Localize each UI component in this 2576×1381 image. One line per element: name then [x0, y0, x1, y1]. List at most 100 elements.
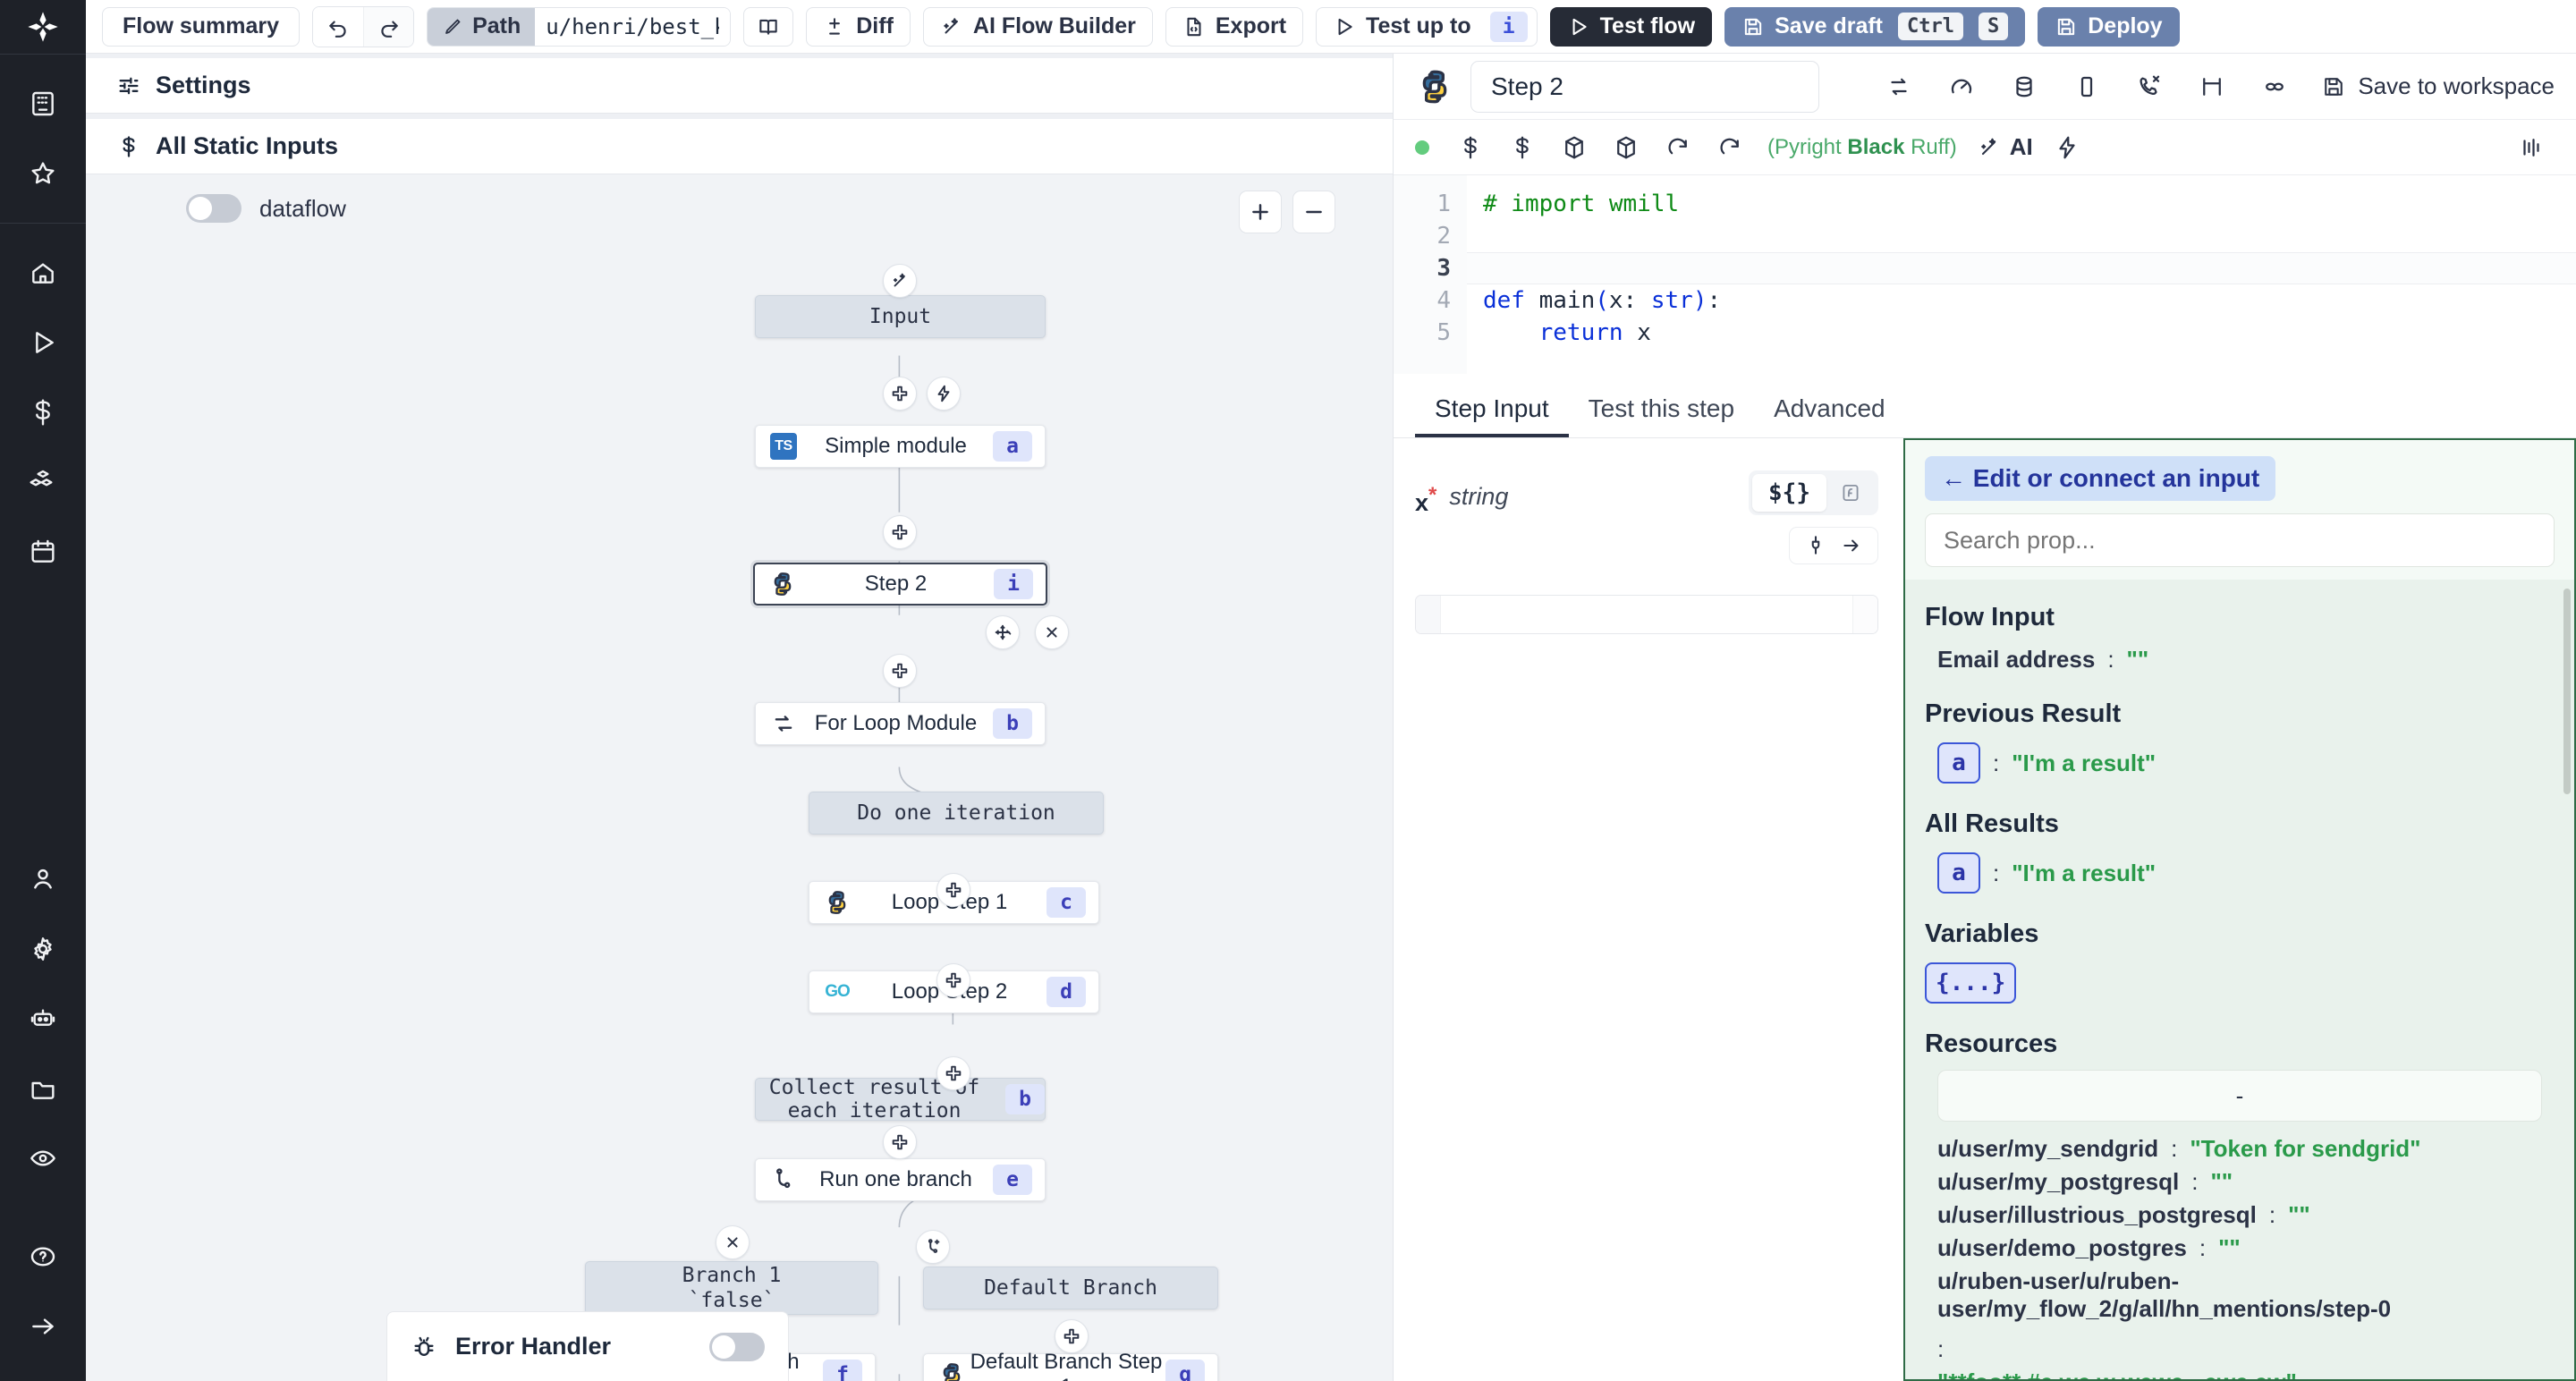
path-input[interactable]: [535, 8, 730, 46]
kv-row[interactable]: u/ruben-user/u/ruben-user/my_flow_2/g/al…: [1925, 1265, 2555, 1366]
loop-icon[interactable]: [1876, 64, 1922, 110]
search-prop-input[interactable]: [1925, 513, 2555, 567]
dataflow-toggle[interactable]: [186, 194, 242, 223]
lightning-icon[interactable]: [2044, 124, 2090, 171]
redo-icon[interactable]: [363, 7, 413, 47]
link-icon[interactable]: [2251, 64, 2298, 110]
kv-row[interactable]: a : "I'm a result": [1925, 740, 2555, 786]
database-icon[interactable]: [2001, 64, 2047, 110]
dollar-icon[interactable]: [1447, 124, 1494, 171]
delete-node-handle[interactable]: [1035, 615, 1069, 649]
save-draft-button[interactable]: Save draft Ctrl S: [1724, 7, 2025, 47]
error-handler-bar[interactable]: Error Handler: [386, 1311, 789, 1381]
add-trigger-handle[interactable]: [927, 377, 961, 411]
node-run-one-branch[interactable]: Run one branch e: [755, 1158, 1046, 1201]
export-button[interactable]: Export: [1165, 7, 1303, 47]
cubes-icon[interactable]: [16, 455, 70, 509]
node-do-one-iteration[interactable]: Do one iteration: [809, 792, 1104, 835]
robot-icon[interactable]: [16, 992, 70, 1046]
connect-input-button[interactable]: [1789, 527, 1878, 564]
error-handler-toggle[interactable]: [709, 1333, 765, 1361]
node-for-loop-module[interactable]: For Loop Module b: [755, 702, 1046, 745]
all-static-inputs-accordion[interactable]: All Static Inputs: [86, 119, 1393, 174]
square-icon[interactable]: [2063, 64, 2110, 110]
refresh-icon[interactable]: [1707, 124, 1753, 171]
flow-summary-button[interactable]: Flow summary: [102, 7, 300, 47]
arg-value-field[interactable]: [1415, 595, 1878, 634]
eye-icon[interactable]: [16, 1131, 70, 1185]
save-to-workspace-button[interactable]: Save to workspace: [2321, 72, 2555, 100]
settings-accordion[interactable]: Settings: [86, 58, 1393, 114]
building-icon[interactable]: [16, 77, 70, 131]
deploy-button[interactable]: Deploy: [2038, 7, 2179, 47]
star-icon[interactable]: [16, 147, 70, 200]
add-step-handle[interactable]: [1055, 1319, 1089, 1353]
kv-row[interactable]: "**foo** #e we w wewe - ewe ew": [1925, 1366, 2555, 1379]
add-step-handle[interactable]: [883, 654, 917, 688]
book-button[interactable]: [743, 7, 793, 47]
move-node-handle[interactable]: [986, 615, 1020, 649]
tab-advanced[interactable]: Advanced: [1754, 394, 1905, 437]
kv-row[interactable]: {...}: [1925, 960, 2555, 1006]
add-branch-handle[interactable]: [916, 1230, 950, 1264]
kv-row[interactable]: u/user/my_postgresql : "": [1925, 1165, 2555, 1199]
play-icon[interactable]: [16, 316, 70, 369]
variables-badge[interactable]: {...}: [1925, 962, 2016, 1004]
dollar-icon[interactable]: [1499, 124, 1546, 171]
template-mode-button[interactable]: ${}: [1752, 474, 1826, 512]
package-icon[interactable]: [1603, 124, 1649, 171]
node-step-2[interactable]: Step 2 i: [753, 563, 1047, 606]
home-icon[interactable]: [16, 246, 70, 300]
refresh-icon[interactable]: [1655, 124, 1701, 171]
node-input[interactable]: Input: [755, 295, 1046, 338]
add-step-handle[interactable]: [936, 873, 970, 907]
ai-assist-button[interactable]: AI: [1971, 133, 2038, 161]
result-badge[interactable]: a: [1937, 852, 1980, 894]
code-minimap[interactable]: [2555, 175, 2576, 374]
gear-icon[interactable]: [16, 922, 70, 976]
node-default-branch-step-1[interactable]: Default Branch Step 1 g: [923, 1353, 1218, 1381]
node-collect-result[interactable]: Collect result of each iteration b: [755, 1078, 1046, 1121]
edit-or-connect-button[interactable]: ← Edit or connect an input: [1925, 456, 2275, 501]
kv-row[interactable]: u/user/demo_postgres : "": [1925, 1232, 2555, 1265]
diff-button[interactable]: Diff: [806, 7, 911, 47]
test-flow-button[interactable]: Test flow: [1550, 7, 1712, 47]
ai-flow-builder-button[interactable]: AI Flow Builder: [923, 7, 1153, 47]
dollar-icon[interactable]: [16, 385, 70, 439]
user-icon[interactable]: [16, 852, 70, 906]
connector-sections[interactable]: Flow Input Email address : "" Previous R…: [1905, 580, 2574, 1379]
windmill-logo-icon[interactable]: [0, 0, 86, 54]
node-branch-1[interactable]: Branch 1 `false`: [585, 1261, 878, 1315]
add-step-handle[interactable]: [883, 1125, 917, 1159]
folder-icon[interactable]: [16, 1062, 70, 1115]
tab-test-this-step[interactable]: Test this step: [1569, 394, 1754, 437]
test-up-to-button[interactable]: Test up to i: [1316, 7, 1538, 47]
ai-wand-handle[interactable]: [883, 264, 917, 298]
gauge-icon[interactable]: [1938, 64, 1985, 110]
node-simple-module[interactable]: TS Simple module a: [755, 425, 1046, 468]
code-editor[interactable]: 1 2 3 4 5 # import wmill def main(x: str…: [1394, 175, 2576, 374]
delete-branch-handle[interactable]: [716, 1225, 750, 1259]
add-step-handle[interactable]: [936, 963, 970, 997]
node-default-branch[interactable]: Default Branch: [923, 1267, 1218, 1309]
add-step-handle[interactable]: [883, 515, 917, 549]
zoom-in-button[interactable]: [1239, 191, 1282, 233]
path-label[interactable]: Path: [428, 8, 535, 46]
undo-icon[interactable]: [313, 7, 363, 47]
add-step-handle[interactable]: [936, 1056, 970, 1090]
add-step-handle[interactable]: [883, 377, 917, 411]
resources-select[interactable]: -: [1937, 1070, 2542, 1122]
panel-icon[interactable]: [2189, 64, 2235, 110]
phone-call-icon[interactable]: [2126, 64, 2173, 110]
package-icon[interactable]: [1551, 124, 1597, 171]
kv-row[interactable]: u/user/illustrious_postgresql : "": [1925, 1199, 2555, 1232]
tab-step-input[interactable]: Step Input: [1415, 394, 1569, 437]
scrollbar-thumb[interactable]: [2563, 589, 2571, 794]
flow-canvas[interactable]: dataflow: [86, 174, 1393, 1381]
bars-icon[interactable]: [2508, 124, 2555, 171]
arrow-right-icon[interactable]: [16, 1300, 70, 1353]
function-icon[interactable]: [1826, 474, 1875, 512]
help-icon[interactable]: [16, 1230, 70, 1284]
step-name-input[interactable]: [1470, 61, 1819, 113]
result-badge[interactable]: a: [1937, 742, 1980, 784]
